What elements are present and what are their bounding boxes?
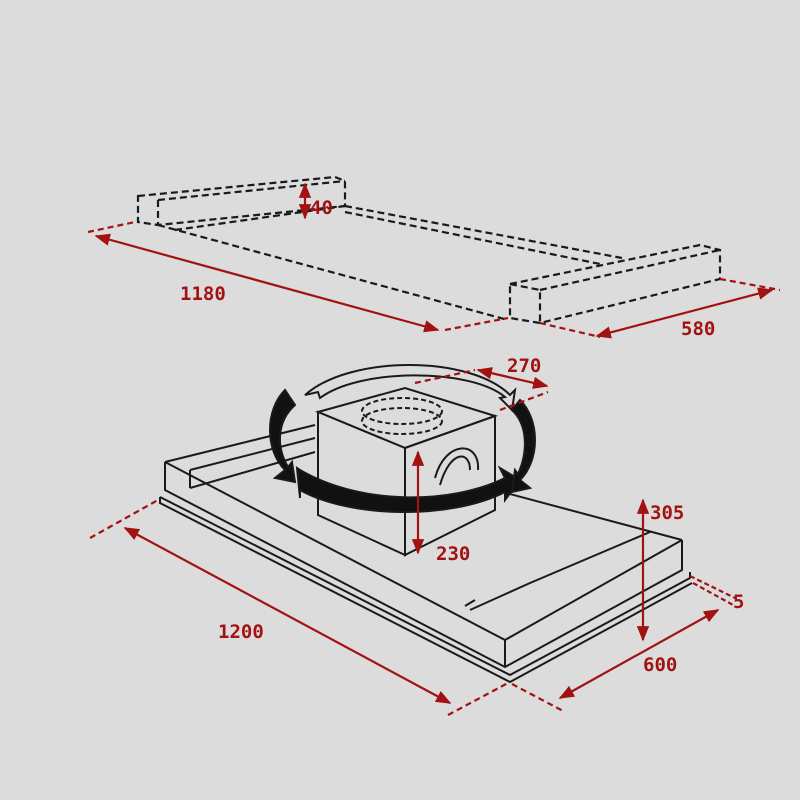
motor-width-label: 270	[507, 355, 542, 377]
total-height-label: 305	[650, 502, 685, 524]
lip-label: 5	[733, 591, 745, 613]
hood-length-label: 1200	[218, 621, 264, 643]
hood-depth-label: 600	[643, 654, 678, 676]
frame-length-label: 1180	[180, 283, 226, 305]
dimension-lines	[87, 182, 781, 716]
motor-box	[314, 386, 499, 557]
frame-depth-label: 580	[681, 318, 716, 340]
rotation-arrows-icon	[269, 364, 536, 514]
motor-height-label: 230	[436, 543, 471, 565]
frame-height-label: 40	[310, 197, 333, 219]
